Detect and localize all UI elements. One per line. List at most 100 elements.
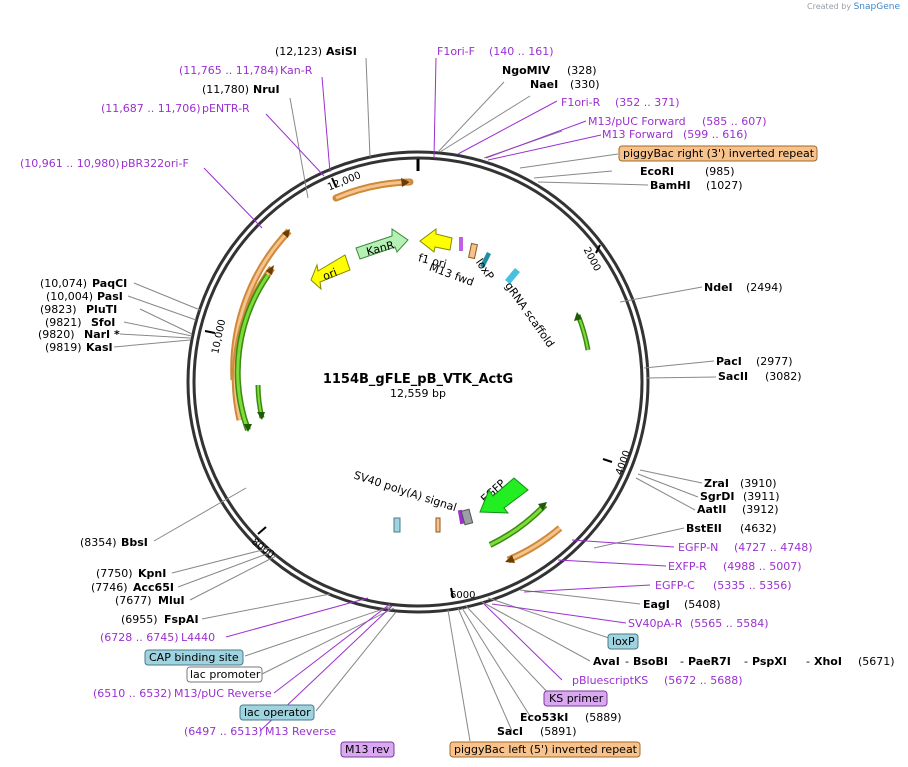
sacii-name: SacII <box>718 370 748 383</box>
lacop-box <box>239 704 315 721</box>
m13pucrev-pos: (6510 .. 6532) <box>93 687 172 700</box>
ngomiv-pos: (328) <box>567 64 597 77</box>
asisi-name: AsiSI <box>326 45 357 58</box>
sfoi-pos: (9821) <box>45 316 82 329</box>
bsteii-pos: (4632) <box>740 522 777 535</box>
left-labels: (12,123) AsiSI (11,765 .. 11,784) Kan-R … <box>20 45 395 758</box>
bamhi-pos: (1027) <box>706 179 743 192</box>
asisi-pos: (12,123) <box>275 45 322 58</box>
egfpc-pos: (5335 .. 5356) <box>713 579 792 592</box>
egfpc-name: EGFP-C <box>655 579 695 592</box>
mlui-pos: (7677) <box>115 594 152 607</box>
primer-leader-lines <box>203 57 675 732</box>
orange-arc-left-outer <box>230 228 292 381</box>
lacop-label: lac operator <box>244 706 311 719</box>
ruler-8000: 8000 <box>249 536 276 560</box>
primer-mark-bottom <box>457 509 465 525</box>
egfp-arrow <box>479 477 529 514</box>
ndei-pos: (2494) <box>746 281 783 294</box>
f1orir-name: F1ori-R <box>561 96 601 109</box>
cap-box <box>144 649 244 666</box>
m13pucfwd-pos: (585 .. 607) <box>702 115 767 128</box>
paqci-name: PaqCI <box>92 277 127 290</box>
kanr-primer-name: Kan-R <box>280 64 313 77</box>
aatii-pos: (3912) <box>742 503 779 516</box>
f1ori-arrow <box>419 228 453 253</box>
pasi-name: PasI <box>97 290 123 303</box>
zrai-pos: (3910) <box>740 477 777 490</box>
m13rev-label: M13 rev <box>345 743 390 756</box>
nari-pos: (9820) <box>38 328 75 341</box>
cap-label: CAP binding site <box>149 651 239 664</box>
multi-pos: (5671) <box>858 655 895 668</box>
plasmid-length: 12,559 bp <box>390 387 446 400</box>
mlui-name: MluI <box>158 594 185 607</box>
nrui-name: NruI <box>253 83 280 96</box>
aatii-name: AatII <box>697 503 726 516</box>
grna-label: gRNA scaffold <box>502 280 557 350</box>
m13rev-primer-name: M13 Reverse <box>265 725 336 738</box>
pbluescript-pos: (5672 .. 5688) <box>664 674 743 687</box>
lacpro-box <box>186 666 263 683</box>
sacii-pos: (3082) <box>765 370 802 383</box>
exfpr-pos: (4988 .. 5007) <box>723 560 802 573</box>
paer7i-name: PaeR7I <box>688 655 731 668</box>
ks-mark <box>460 508 474 526</box>
loxp-label: loxP <box>473 256 497 282</box>
pbright-label: piggyBac right (3') inverted repeat <box>623 147 815 160</box>
ori-label: ori <box>321 266 339 283</box>
sgrdi-pos: (3911) <box>743 490 780 503</box>
ksprimer-label: KS primer <box>549 692 604 705</box>
xhoi-name: XhoI <box>814 655 842 668</box>
leader-lines <box>113 57 717 742</box>
nrui-pos: (11,780) <box>202 83 249 96</box>
pspxi-name: PspXI <box>752 655 787 668</box>
ngomiv-name: NgoMIV <box>502 64 551 77</box>
f1orif-name: F1ori-F <box>437 45 475 58</box>
paci-name: PacI <box>716 355 742 368</box>
acc65i-pos: (7746) <box>91 581 128 594</box>
pluti-pos: (9823) <box>40 303 77 316</box>
eagi-pos: (5408) <box>684 598 721 611</box>
snapgene-logo: SnapGene <box>853 2 900 12</box>
kanr-label: KanR <box>365 238 396 258</box>
pasi-pos: (10,004) <box>46 290 93 303</box>
bbsi-name: BbsI <box>121 536 148 549</box>
lacpro-label: lac promoter <box>190 668 261 681</box>
kanr-feature: KanR <box>355 228 409 260</box>
egfpn-name: EGFP-N <box>678 541 718 554</box>
pbluescript-name: pBluescriptKS <box>572 674 648 687</box>
grna-mark-1 <box>480 252 491 268</box>
kpni-name: KpnI <box>138 567 166 580</box>
m13rev-primer-pos: (6497 .. 6513) <box>184 725 263 738</box>
eagi-name: EagI <box>643 598 670 611</box>
ndei-name: NdeI <box>704 281 733 294</box>
f1orir-pos: (352 .. 371) <box>615 96 680 109</box>
saci-name: SacI <box>497 725 523 738</box>
pbright-box <box>618 145 818 162</box>
svg-text:-: - <box>744 655 748 668</box>
m13rev-box <box>340 741 395 758</box>
sfoi-name: SfoI <box>91 316 115 329</box>
pbr-name: pBR322ori-F <box>121 157 189 170</box>
plasmid-name: 1154B_gFLE_pB_VTK_ActG <box>323 372 513 387</box>
bamhi-name: BamHI <box>650 179 691 192</box>
m13fwd-primer-name: M13 Forward <box>602 128 673 141</box>
right-labels: F1ori-F (140 .. 161) NgoMIV (328) NaeI (… <box>437 45 895 758</box>
l4440-pos: (6728 .. 6745) <box>100 631 179 644</box>
svg-text:-: - <box>625 655 629 668</box>
pbleft-box <box>449 741 641 758</box>
arc-features <box>230 178 591 564</box>
kanr-primer-pos: (11,765 .. 11,784) <box>179 64 279 77</box>
svg-text:-: - <box>806 655 810 668</box>
paqci-pos: (10,074) <box>40 277 87 290</box>
loxp-box-label: loxP <box>612 635 635 648</box>
sv40-mark <box>393 517 401 533</box>
egfpn-pos: (4727 .. 4748) <box>734 541 813 554</box>
sv40par-pos: (5565 .. 5584) <box>690 617 769 630</box>
ecori-name: EcoRI <box>640 165 674 178</box>
ruler-6000: 6000 <box>450 590 475 601</box>
pbleft-label: piggyBac left (5') inverted repeat <box>454 743 638 756</box>
naei-name: NaeI <box>530 78 558 91</box>
pentr-pos: (11,687 .. 11,706) <box>101 102 201 115</box>
